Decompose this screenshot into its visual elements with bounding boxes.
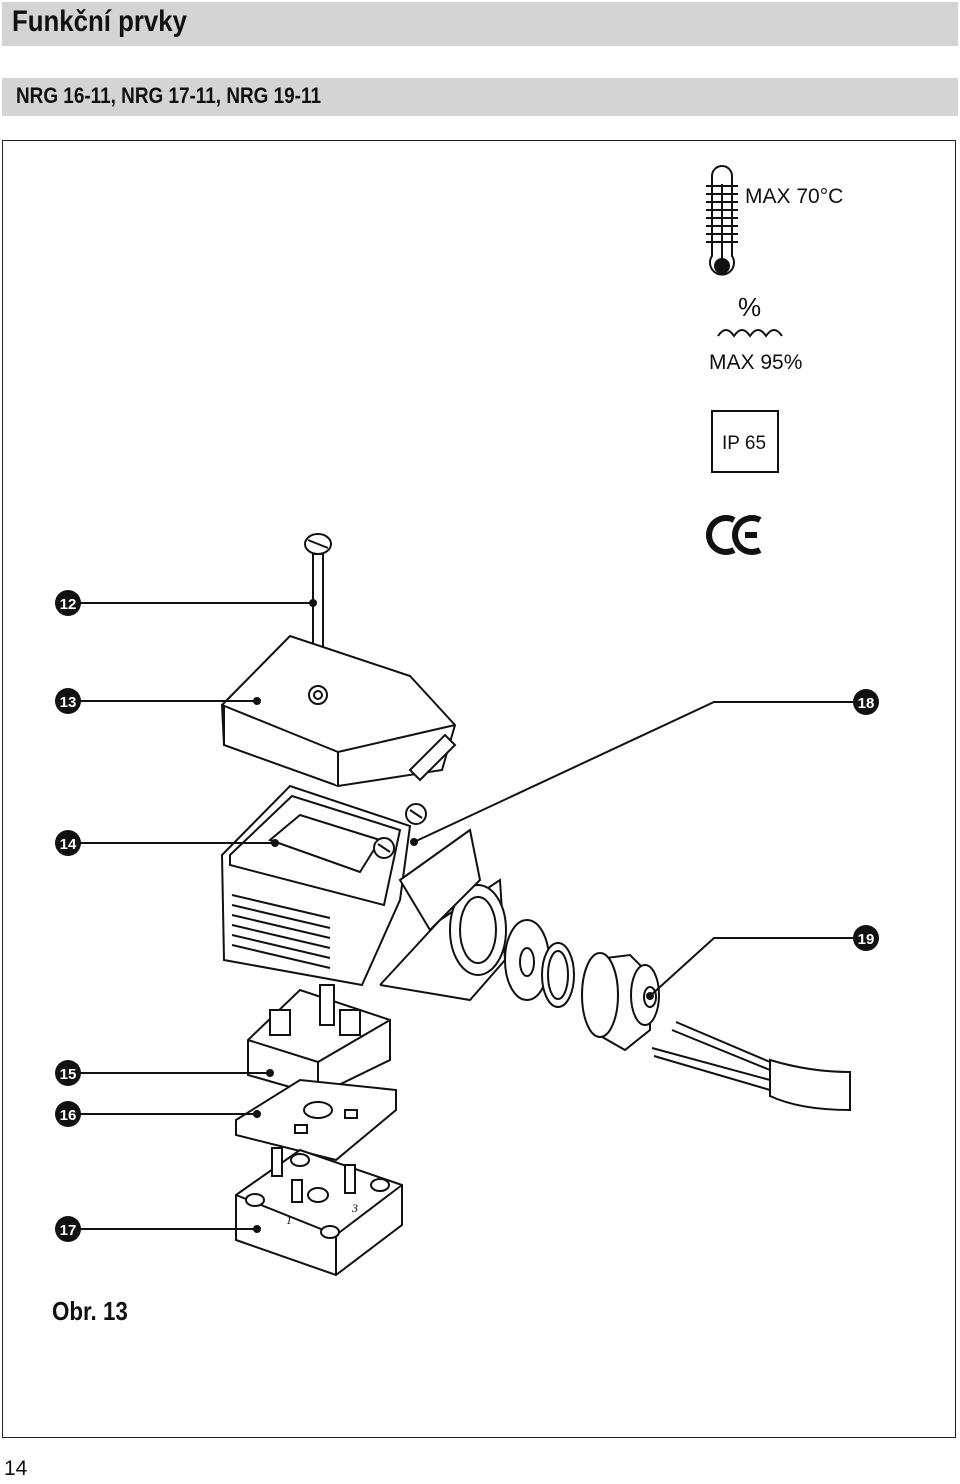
callout-18: 18 bbox=[853, 689, 879, 715]
callout-14: 14 bbox=[55, 830, 81, 856]
connector-base bbox=[235, 1147, 403, 1277]
cable bbox=[651, 1021, 851, 1112]
max-humidity-label: MAX 95% bbox=[709, 351, 802, 374]
max-temperature-label: MAX 70°C bbox=[745, 185, 843, 208]
svg-text:13: 13 bbox=[60, 694, 77, 711]
leader-dots bbox=[253, 599, 654, 1233]
connector-housing bbox=[220, 784, 507, 1002]
ip-rating-box bbox=[711, 410, 779, 473]
ip-rating-label: IP 65 bbox=[722, 433, 766, 454]
svg-text:19: 19 bbox=[858, 931, 875, 948]
section-subtitle: NRG 16-11, NRG 17-11, NRG 19-11 bbox=[16, 83, 321, 108]
leader-lines bbox=[80, 602, 853, 1230]
terminal-label-3: 3 bbox=[351, 1201, 358, 1215]
svg-text:18: 18 bbox=[858, 695, 875, 712]
callout-16: 16 bbox=[55, 1101, 81, 1127]
callout-15: 15 bbox=[55, 1060, 81, 1086]
callout-17: 17 bbox=[55, 1216, 81, 1242]
title-bar bbox=[2, 2, 958, 46]
page-title: Funkční prvky bbox=[12, 5, 187, 38]
callout-19: 19 bbox=[853, 925, 879, 951]
svg-text:15: 15 bbox=[60, 1066, 77, 1083]
figure-frame bbox=[2, 140, 956, 1438]
water-waves-icon bbox=[717, 329, 783, 338]
housing-cover bbox=[220, 634, 457, 788]
subtitle-bar bbox=[2, 78, 958, 116]
callout-13: 13 bbox=[55, 688, 81, 714]
svg-text:14: 14 bbox=[60, 836, 77, 853]
page-number: 14 bbox=[4, 1457, 28, 1480]
humidity-percent-icon: % bbox=[738, 292, 761, 322]
thermometer-icon bbox=[706, 165, 738, 276]
svg-text:17: 17 bbox=[60, 1222, 77, 1239]
figure-caption: Obr. 13 bbox=[52, 1296, 128, 1326]
svg-text:16: 16 bbox=[60, 1107, 77, 1124]
contact-insert bbox=[247, 984, 391, 1097]
terminal-label-1: 1 bbox=[286, 1213, 292, 1227]
cable-gland-parts bbox=[504, 919, 660, 1052]
ce-mark-icon bbox=[706, 515, 762, 555]
callout-12: 12 bbox=[55, 590, 81, 616]
svg-text:12: 12 bbox=[60, 596, 77, 613]
flat-gasket bbox=[235, 1078, 397, 1162]
